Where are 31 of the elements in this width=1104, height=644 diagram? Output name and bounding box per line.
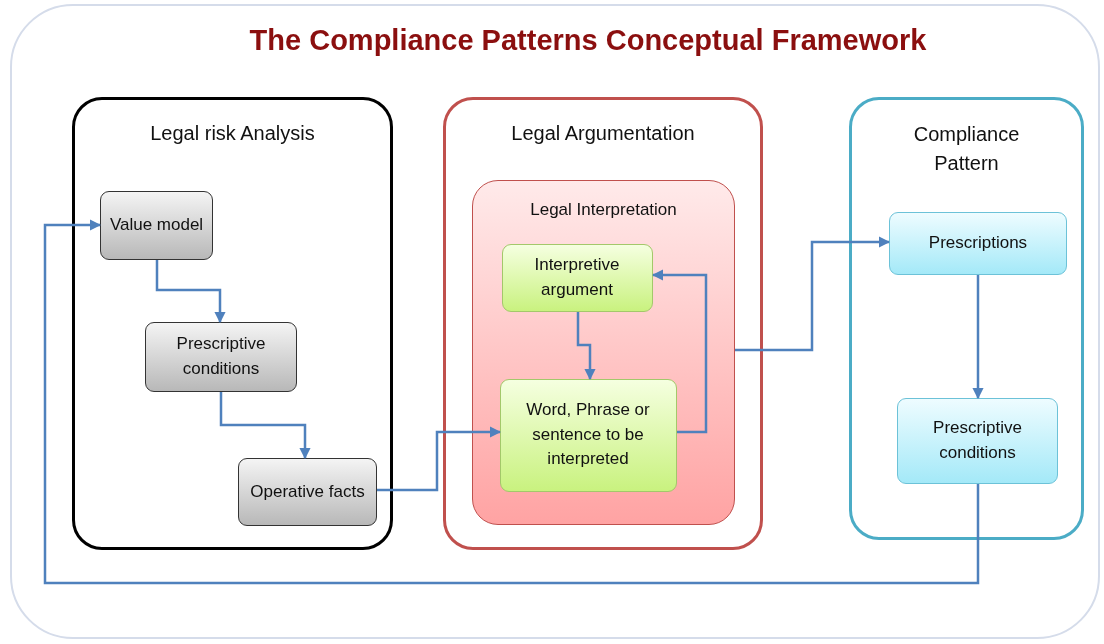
process-box [501,243,653,312]
arrow [972,275,984,400]
group-container [849,97,1084,540]
group-container [472,180,735,525]
process-box [238,458,377,526]
process-box [499,378,677,492]
arrow [735,236,891,352]
arrow [377,426,502,492]
process-box [100,191,213,260]
process-box [889,212,1067,275]
arrow [155,260,226,324]
box-label: Prescriptions [928,232,1028,255]
box-label: Prescriptive conditions [175,333,267,380]
process-box [145,322,297,392]
arrow [576,312,596,381]
box-label: Value model [109,214,204,237]
group-heading: Legal risk Analysis [149,122,316,145]
group-container [443,97,763,550]
arrow [219,392,311,460]
arrow [651,269,708,434]
group-container [72,97,393,550]
diagram-title: The Compliance Patterns Conceptual Framework [248,24,928,57]
group-heading: Legal Argumentation [510,122,696,145]
group-heading: Compliance Pattern [912,122,1021,176]
box-label: Word, Phrase or sentence to be interpreted [525,399,651,471]
box-label: Prescriptive conditions [932,417,1023,464]
box-label: Operative facts [250,480,365,503]
group-heading: Legal Interpretation [529,200,678,220]
arrow [43,219,980,585]
process-box [897,398,1058,484]
box-label: Interpretive argument [533,253,621,301]
